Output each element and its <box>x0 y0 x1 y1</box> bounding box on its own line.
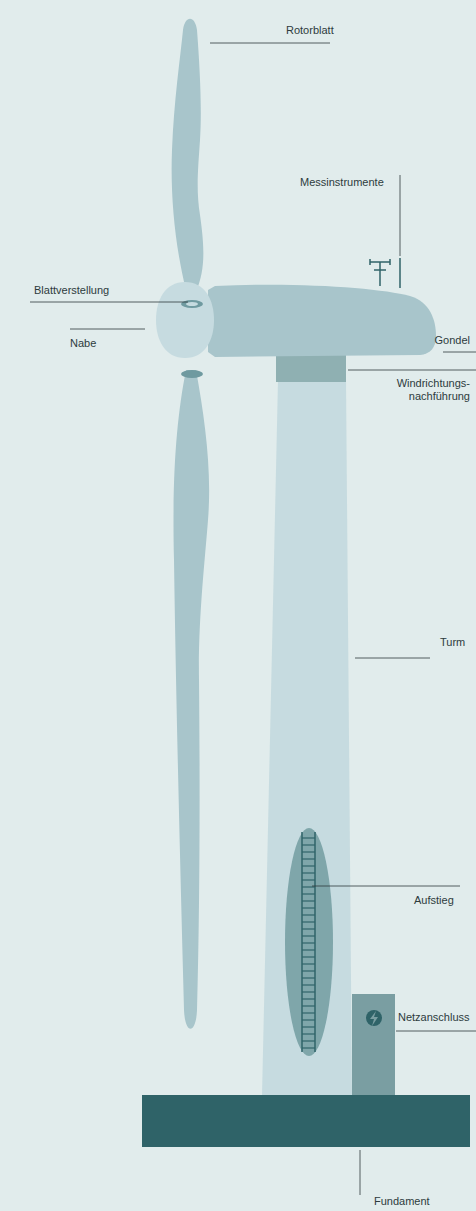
leader-lines <box>30 43 476 1195</box>
part-label: Blattverstellung <box>34 284 109 297</box>
part-label: Nabe <box>70 337 96 350</box>
access-opening <box>285 828 333 1056</box>
part-label: Gondel <box>435 334 470 347</box>
hub <box>156 282 214 358</box>
part-label: Messinstrumente <box>300 176 384 189</box>
lightning-icon <box>366 1010 382 1026</box>
part-label: Fundament <box>374 1195 430 1208</box>
ladder <box>302 832 315 1052</box>
part-label: Windrichtungs- nachführung <box>372 377 470 403</box>
part-label: Netzanschluss <box>398 1011 470 1024</box>
pitch-bearing <box>181 300 203 308</box>
tower <box>262 380 352 1096</box>
foundation <box>142 1095 470 1147</box>
pitch-bearing <box>181 370 203 378</box>
rotor-blade-top <box>172 19 204 292</box>
part-label: Turm <box>440 636 465 649</box>
nacelle <box>208 285 436 357</box>
measuring-instruments <box>370 258 400 288</box>
grid-connection-box <box>352 994 395 1096</box>
yaw-drive <box>276 352 346 382</box>
rotor-blade-bottom <box>174 370 210 1029</box>
lightning-bolt <box>370 1011 378 1026</box>
part-label: Aufstieg <box>414 894 454 907</box>
part-label: Rotorblatt <box>286 24 334 37</box>
